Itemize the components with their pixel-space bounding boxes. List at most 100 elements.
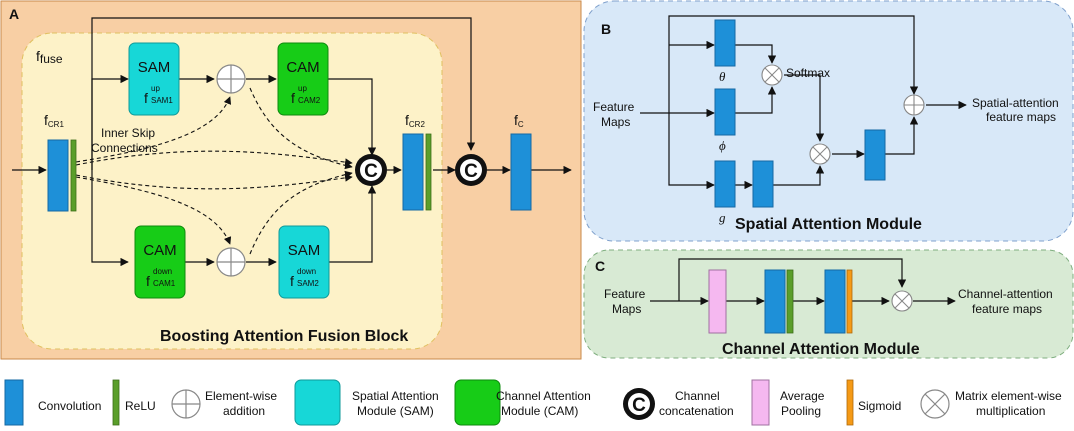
skip-dashed-1 (75, 96, 232, 163)
panel-c-letter: C (595, 258, 605, 274)
c-avg-pool (708, 269, 727, 334)
c-relu (786, 269, 794, 334)
panel-b-background (583, 0, 1074, 242)
fc-block: fC (510, 112, 532, 211)
add-down-icon (216, 247, 246, 277)
cam-down-sup: down (153, 267, 172, 276)
cam-down-block: CAM f down CAM1 (134, 225, 186, 299)
legend-cam-line2: Module (CAM) (501, 404, 578, 418)
legend-cam-line1: Channel Attention (496, 389, 591, 403)
panel-b-title: Spatial Attention Module (735, 216, 922, 233)
c-output-line1: Channel-attention (958, 287, 1053, 301)
sam-up-feature: f (144, 90, 148, 106)
b-output-line2: feature maps (986, 110, 1056, 124)
legend-add-line1: Element-wise (205, 389, 277, 403)
legend-add-line2: addition (223, 404, 265, 418)
b-output-line1: Spatial-attention (972, 96, 1059, 110)
skip-label-line2: Connections (91, 141, 158, 155)
c-conv1 (764, 269, 786, 334)
b-out-conv (864, 129, 886, 181)
legend-avg-line1: Average (780, 389, 825, 403)
panel-c-input-line2: Maps (612, 302, 641, 316)
fc-conv (510, 133, 532, 211)
b-theta-label: θ (719, 69, 726, 84)
panel-b-input-line1: Feature (593, 100, 635, 114)
panel-a-letter: A (9, 6, 19, 22)
legend-sigmoid-label: Sigmoid (858, 399, 901, 413)
c-output-line2: feature maps (972, 302, 1042, 316)
sam-down-sub: SAM2 (297, 279, 319, 288)
concat-icon-1: C (355, 154, 387, 186)
b-softmax-line (784, 74, 825, 142)
fcr1-conv (47, 139, 69, 212)
concat-2-symbol: C (464, 161, 478, 182)
legend-mult-icon (920, 389, 950, 419)
b-phi-to-mult (735, 86, 777, 114)
b-theta-to-mult (735, 44, 777, 64)
fuse-region (21, 32, 443, 350)
sam-down-block: SAM f down SAM2 (278, 225, 330, 299)
cam-up-block: CAM f up CAM2 (277, 42, 329, 116)
concat-1-symbol: C (364, 161, 378, 182)
fcr2-relu (425, 133, 432, 211)
b-to-g (668, 113, 715, 190)
skip-dashed-3 (75, 150, 353, 166)
cam-down-rect (134, 225, 186, 299)
legend-conv-label: Convolution (38, 399, 101, 413)
legend-mult-line1: Matrix element-wise (955, 389, 1062, 403)
legend-cam-swatch (454, 379, 501, 426)
legend-sigmoid-swatch (846, 379, 854, 426)
cam-down-sub: CAM1 (153, 279, 176, 288)
panel-c: C Feature Maps Channel-attention feature… (583, 249, 1074, 359)
skip-dashed-4 (75, 174, 353, 190)
cam-up-rect (277, 42, 329, 116)
cam-up-feature: f (291, 90, 295, 106)
b-phi-conv (714, 88, 736, 136)
legend-concat-line2: concatenation (659, 404, 734, 418)
sam-up-sup: up (151, 84, 160, 93)
panel-c-title: Channel Attention Module (722, 341, 920, 358)
skip-dashed-5 (249, 87, 353, 170)
sam-up-name: SAM (138, 59, 171, 76)
c-top-skip (678, 258, 907, 301)
legend: Convolution ReLU Element-wise addition S… (4, 379, 1062, 426)
fcr1-relu (70, 139, 77, 212)
skip-dashed-6 (249, 170, 353, 255)
panel-c-input-line1: Feature (604, 287, 646, 301)
fcr1-label: fCR1 (44, 112, 64, 129)
legend-concat-symbol: C (632, 395, 646, 416)
c-mult-icon (891, 290, 913, 312)
cam-up-sup: up (298, 84, 307, 93)
legend-mult-line2: multiplication (976, 404, 1045, 418)
fcr1-block: fCR1 (44, 112, 77, 212)
b-top-skip (668, 15, 919, 113)
panel-a: A Boosting Attention Fusion Block ffuse … (0, 0, 582, 360)
c-sigmoid (846, 269, 853, 334)
b-conv-to-add (885, 116, 919, 155)
legend-sam-swatch (294, 379, 341, 426)
up-branch-line (91, 74, 129, 170)
fcr2-conv (402, 133, 424, 211)
b-phi-label: ϕ (719, 138, 726, 153)
sam-down-feature: f (290, 273, 294, 289)
sam-down-to-concat (329, 185, 377, 263)
down-branch-line (91, 170, 129, 267)
b-softmax-label: Softmax (786, 66, 830, 80)
panel-b-letter: B (601, 21, 611, 37)
legend-avg-swatch (751, 379, 770, 426)
ffuse-label: ffuse (36, 48, 63, 66)
fcr2-label: fCR2 (405, 112, 425, 129)
legend-concat-line1: Channel (675, 389, 720, 403)
b-conv-to-mult (773, 165, 825, 186)
sam-down-rect (278, 225, 330, 299)
panel-b: B Feature Maps θ ϕ g Softmax (583, 0, 1074, 242)
b-g-label: g (719, 210, 726, 225)
fcr2-block: fCR2 (402, 112, 432, 211)
legend-sam-line1: Spatial Attention (352, 389, 439, 403)
legend-avg-line2: Pooling (781, 404, 821, 418)
concat-icon-2: C (455, 154, 487, 186)
legend-relu-swatch (112, 379, 120, 426)
cam-down-name: CAM (143, 242, 176, 259)
b-mult-icon-2 (809, 143, 831, 165)
sam-up-rect (128, 42, 180, 116)
